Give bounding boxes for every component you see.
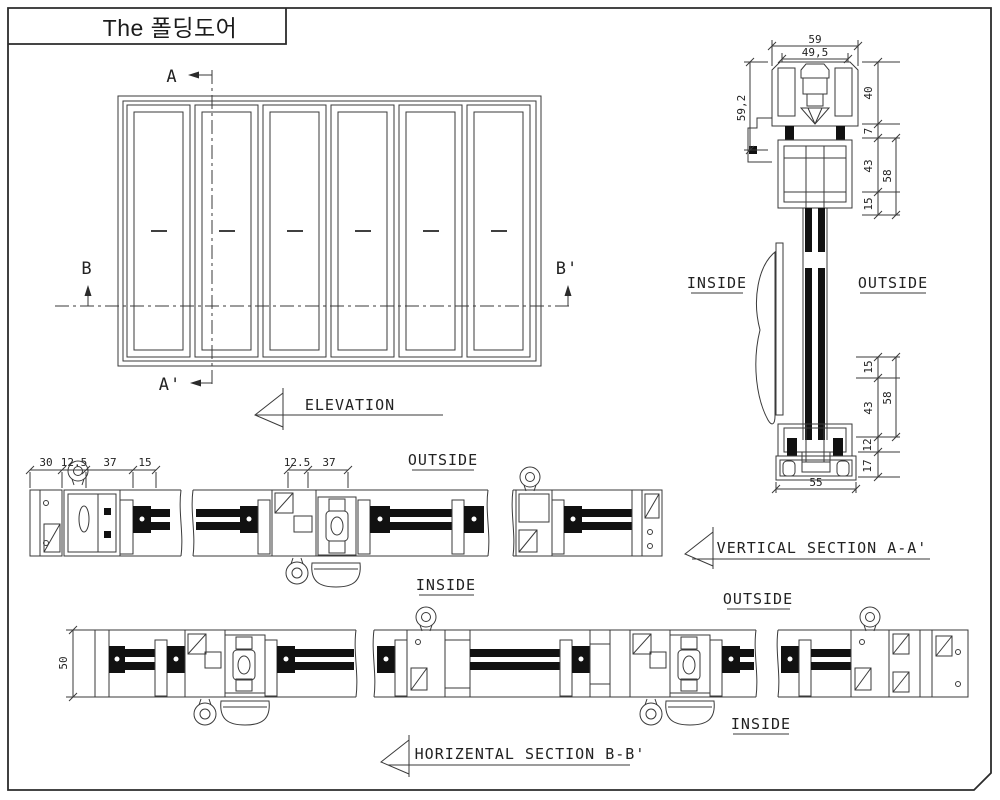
- vsec-inside-label: INSIDE: [687, 274, 747, 294]
- svg-text:HORIZENTAL SECTION B-B': HORIZENTAL SECTION B-B': [415, 745, 646, 763]
- vsec-dims: 59 49,5 59,2 40 7 43 15 58 15 43: [735, 33, 901, 494]
- horizontal-section-label: HORIZENTAL SECTION B-B': [380, 734, 646, 778]
- marker-b2-label: B': [556, 259, 578, 279]
- horizontal-section-bottom: 50: [57, 590, 969, 778]
- dim-55: 55: [809, 476, 822, 489]
- horizontal-section-top: 30 12.5 37 15 12.5 37: [25, 451, 663, 596]
- drawing-title: The 폴딩도어: [103, 15, 238, 41]
- flush-handle-icon: [311, 562, 361, 588]
- section-marker-b-prime: B': [556, 259, 578, 306]
- dim-59-2: 59,2: [735, 95, 748, 122]
- vertical-section-view: 59 49,5 59,2 40 7 43 15 58 15 43: [684, 33, 930, 570]
- dim-12: 12: [861, 438, 874, 451]
- dim-15-h: 15: [138, 456, 151, 469]
- dim-12-5-a: 12.5: [61, 456, 88, 469]
- door-panel: [126, 104, 191, 358]
- hinge-pin-icon: [519, 466, 541, 492]
- section-marker-b: B: [81, 259, 92, 306]
- marker-a-label: A: [166, 67, 177, 87]
- dim-58-top: 58: [881, 169, 894, 182]
- elevation-label-text: ELEVATION: [305, 396, 395, 414]
- dim-49-5: 49,5: [802, 46, 829, 59]
- hinge-pin-icon: [859, 606, 881, 632]
- hsec-top-profile: [29, 460, 663, 588]
- dim-37-a: 37: [103, 456, 116, 469]
- hsec-top-outside-label: OUTSIDE: [408, 451, 478, 471]
- vertical-section-label: VERTICAL SECTION A-A': [684, 526, 930, 570]
- door-panel: [194, 104, 259, 358]
- svg-text:INSIDE: INSIDE: [687, 274, 747, 292]
- elevation-label: ELEVATION: [254, 387, 443, 431]
- dim-15-bottom: 15: [862, 360, 875, 373]
- flush-handle-icon: [220, 700, 270, 726]
- dim-7: 7: [862, 128, 875, 135]
- section-flag-icon: [684, 526, 714, 570]
- dim-58-bottom: 58: [881, 391, 894, 404]
- section-marker-a-prime: A': [159, 375, 212, 395]
- glass-pane: [805, 208, 812, 252]
- title-block: The 폴딩도어: [8, 8, 287, 45]
- svg-text:OUTSIDE: OUTSIDE: [408, 451, 478, 469]
- door-panel: [262, 104, 327, 358]
- hsec-bot-inside-label: INSIDE: [731, 715, 791, 735]
- dim-40: 40: [862, 86, 875, 99]
- hinge-pin-icon: [639, 698, 663, 726]
- hinge-pin-icon: [415, 606, 437, 632]
- dim-43-bottom: 43: [862, 401, 875, 414]
- dim-43-top: 43: [862, 159, 875, 172]
- dim-30: 30: [39, 456, 52, 469]
- svg-text:OUTSIDE: OUTSIDE: [858, 274, 928, 292]
- sill-profile: [775, 451, 857, 481]
- hsec-top-dims-left: 30 12.5 37 15: [25, 456, 161, 488]
- dim-59: 59: [808, 33, 821, 46]
- dim-37-b: 37: [322, 456, 335, 469]
- glass-pane: [805, 268, 812, 440]
- dim-15-top: 15: [862, 197, 875, 210]
- hsec-bot-outside-label: OUTSIDE: [723, 590, 793, 610]
- dim-17: 17: [861, 459, 874, 472]
- hinge-pin-icon: [193, 698, 217, 726]
- hsec-bot-profile: [94, 606, 969, 726]
- door-panel: [330, 104, 395, 358]
- elevation-view: A A' B B' ELEVATION: [55, 67, 578, 431]
- page-border: [7, 7, 992, 791]
- door-handle: [755, 242, 784, 425]
- svg-text:50: 50: [57, 656, 70, 669]
- door-panel: [466, 104, 531, 358]
- dim-12-5-b: 12.5: [284, 456, 311, 469]
- flush-handle-icon: [665, 700, 715, 726]
- svg-text:VERTICAL SECTION A-A': VERTICAL SECTION A-A': [717, 539, 928, 557]
- marker-b-label: B: [81, 259, 92, 279]
- marker-a2-label: A': [159, 375, 181, 395]
- vsec-outside-label: OUTSIDE: [858, 274, 928, 294]
- door-panels: [126, 104, 531, 358]
- door-panel: [398, 104, 463, 358]
- section-marker-a: A: [166, 67, 212, 87]
- hsec-top-inside-label: INSIDE: [416, 576, 476, 596]
- section-flag-icon: [380, 734, 410, 778]
- svg-text:INSIDE: INSIDE: [416, 576, 476, 594]
- hsec-bot-dim-50: 50: [57, 625, 95, 702]
- svg-text:OUTSIDE: OUTSIDE: [723, 590, 793, 608]
- glass-pane: [818, 268, 825, 440]
- hinge-pin-icon: [285, 557, 309, 585]
- svg-text:INSIDE: INSIDE: [731, 715, 791, 733]
- section-flag-icon: [254, 387, 284, 431]
- glass-pane: [818, 208, 825, 252]
- hsec-top-dims-mid: 12.5 37: [283, 456, 353, 488]
